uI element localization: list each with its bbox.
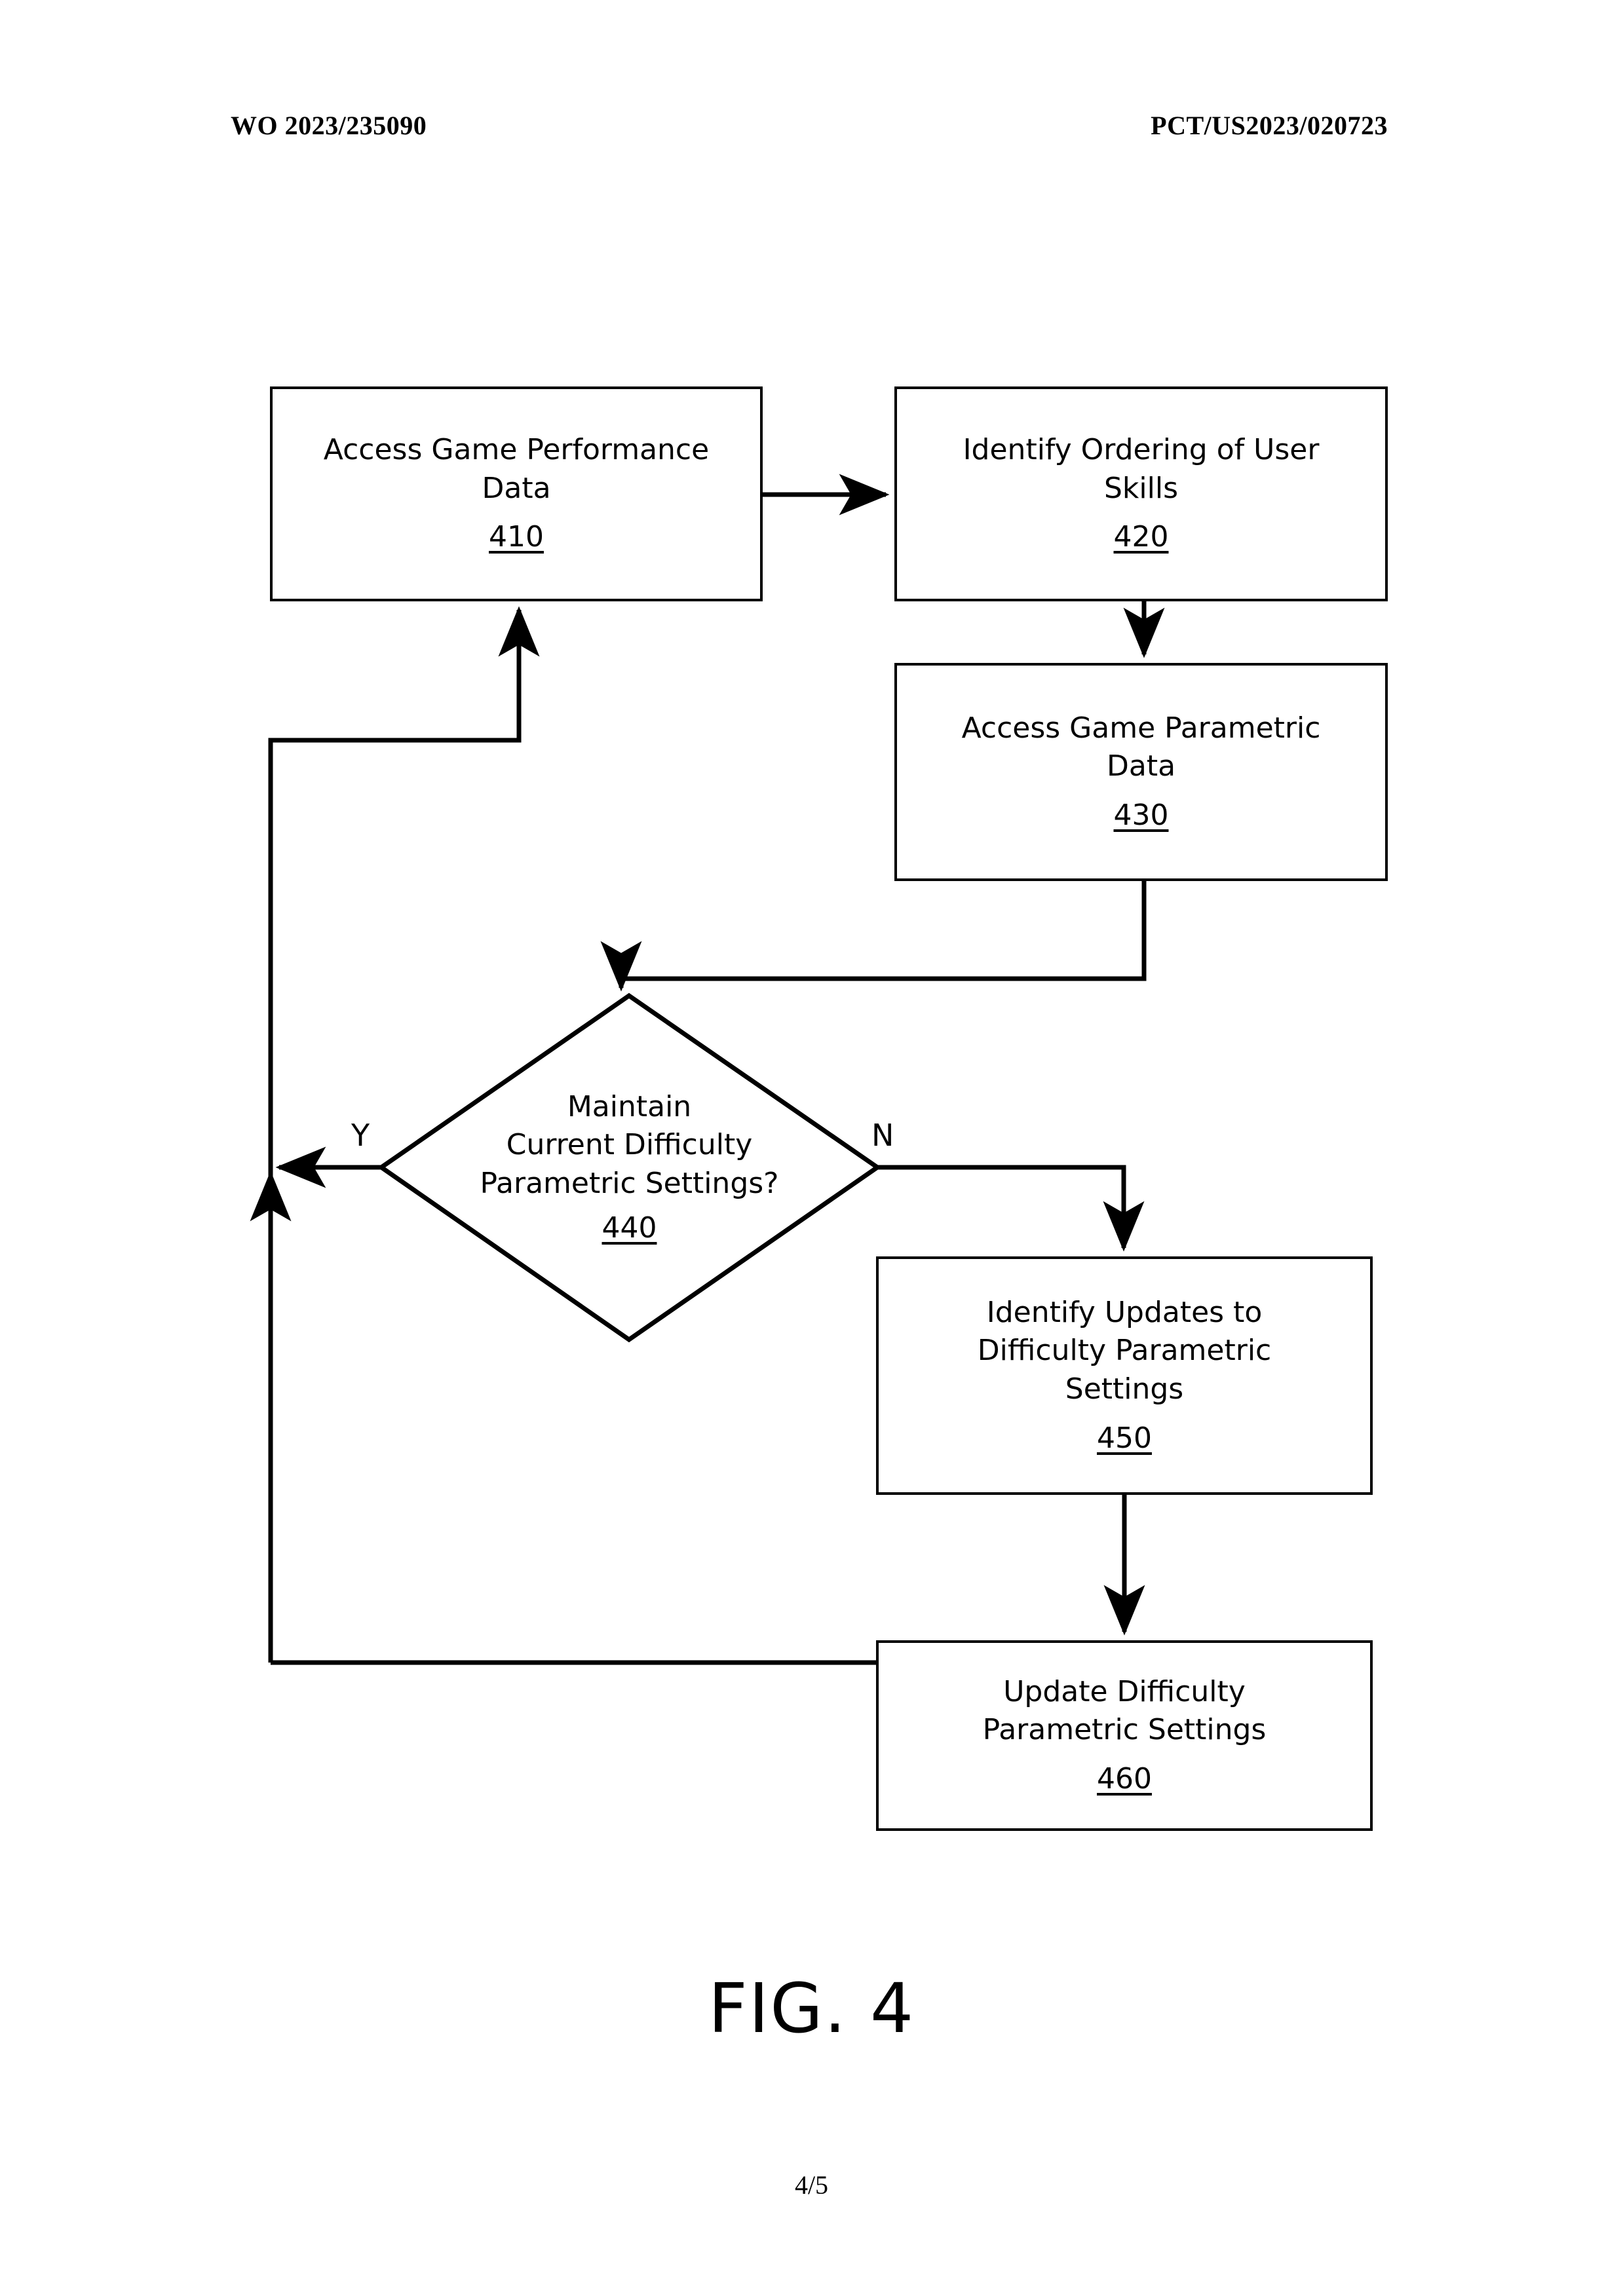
flow-node-450[interactable]: Identify Updates to Difficulty Parametri… (876, 1256, 1373, 1495)
node-430-ref: 430 (1113, 798, 1169, 832)
application-number: PCT/US2023/020723 (1151, 111, 1388, 140)
node-450-line2: Difficulty Parametric (977, 1334, 1272, 1368)
figure-caption: FIG. 4 (708, 1968, 915, 2048)
node-450-ref: 450 (1097, 1421, 1152, 1455)
node-460-line2: Parametric Settings (982, 1713, 1267, 1747)
edge-430-to-440 (600, 881, 1147, 992)
node-420-line1: Identify Ordering of User (963, 433, 1320, 467)
flow-node-420[interactable]: Identify Ordering of User Skills 420 (894, 386, 1388, 601)
node-430-line2: Data (1106, 749, 1176, 783)
edge-440-no-to-450 (877, 1165, 1145, 1252)
node-420-ref: 420 (1113, 520, 1169, 554)
flow-node-430[interactable]: Access Game Parametric Data 430 (894, 663, 1388, 881)
node-450-line3: Settings (1065, 1372, 1184, 1406)
page-number: 4/5 (794, 2170, 829, 2200)
node-440-line1: Maintain (567, 1089, 692, 1123)
node-410-line2: Data (482, 471, 551, 505)
node-440-ref: 440 (601, 1211, 657, 1245)
flow-node-440[interactable]: Maintain Current Difficulty Parametric S… (381, 996, 877, 1340)
node-460-ref: 460 (1097, 1761, 1152, 1796)
node-430-line1: Access Game Parametric (961, 711, 1321, 745)
node-450-line1: Identify Updates to (986, 1295, 1263, 1329)
decision-diamond-440 (377, 992, 882, 1343)
node-410-ref: 410 (489, 520, 544, 554)
publication-number: WO 2023/235090 (231, 111, 427, 140)
node-410-line1: Access Game Performance (323, 433, 710, 467)
flow-node-410[interactable]: Access Game Performance Data 410 (270, 386, 763, 601)
branch-label-no: N (871, 1118, 894, 1153)
node-440-line2: Current Difficulty (506, 1127, 753, 1161)
node-420-line2: Skills (1103, 471, 1178, 505)
branch-label-yes: Y (351, 1118, 370, 1153)
node-440-line3: Parametric Settings? (480, 1166, 779, 1200)
node-460-line1: Update Difficulty (1003, 1674, 1246, 1708)
flow-node-460[interactable]: Update Difficulty Parametric Settings 46… (876, 1640, 1373, 1831)
